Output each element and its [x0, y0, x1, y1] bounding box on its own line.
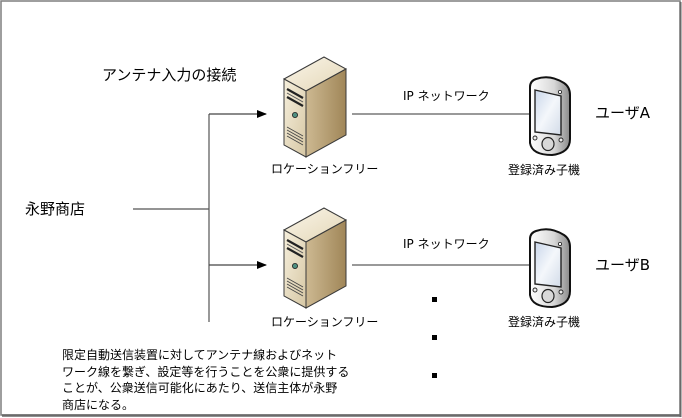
- continuation-dot: [432, 373, 437, 378]
- network-label: IP ネットワーク: [403, 89, 490, 103]
- note-line: ことが、公衆送信可能化にあたり、送信主体が永野: [62, 381, 338, 395]
- device-label: 登録済み子機: [508, 163, 581, 177]
- diagram-title: アンテナ入力の接続: [102, 66, 237, 84]
- continuation-dot: [432, 297, 437, 302]
- source-label: 永野商店: [25, 200, 86, 218]
- note-line: 限定自動送信装置に対してアンテナ線およびネット: [62, 348, 338, 362]
- server-label: ロケーションフリー: [271, 315, 379, 329]
- device-label: 登録済み子機: [508, 315, 581, 329]
- continuation-dot: [432, 335, 437, 340]
- explanation-note: 限定自動送信装置に対してアンテナ線およびネット ワーク線を繋ぎ、設定等を行うこと…: [62, 347, 372, 413]
- server-icon: [282, 55, 348, 159]
- note-line: 商店になる。: [62, 397, 135, 412]
- user-label: ユーザA: [595, 104, 650, 122]
- note-line: ワーク線を繋ぎ、設定等を行うことを公衆に提供する: [62, 364, 350, 379]
- server-label: ロケーションフリー: [271, 162, 379, 176]
- server-icon: [282, 206, 348, 310]
- network-label: IP ネットワーク: [403, 237, 490, 251]
- user-label: ユーザB: [595, 256, 650, 274]
- handheld-device-icon: [529, 76, 571, 156]
- handheld-device-icon: [529, 228, 571, 308]
